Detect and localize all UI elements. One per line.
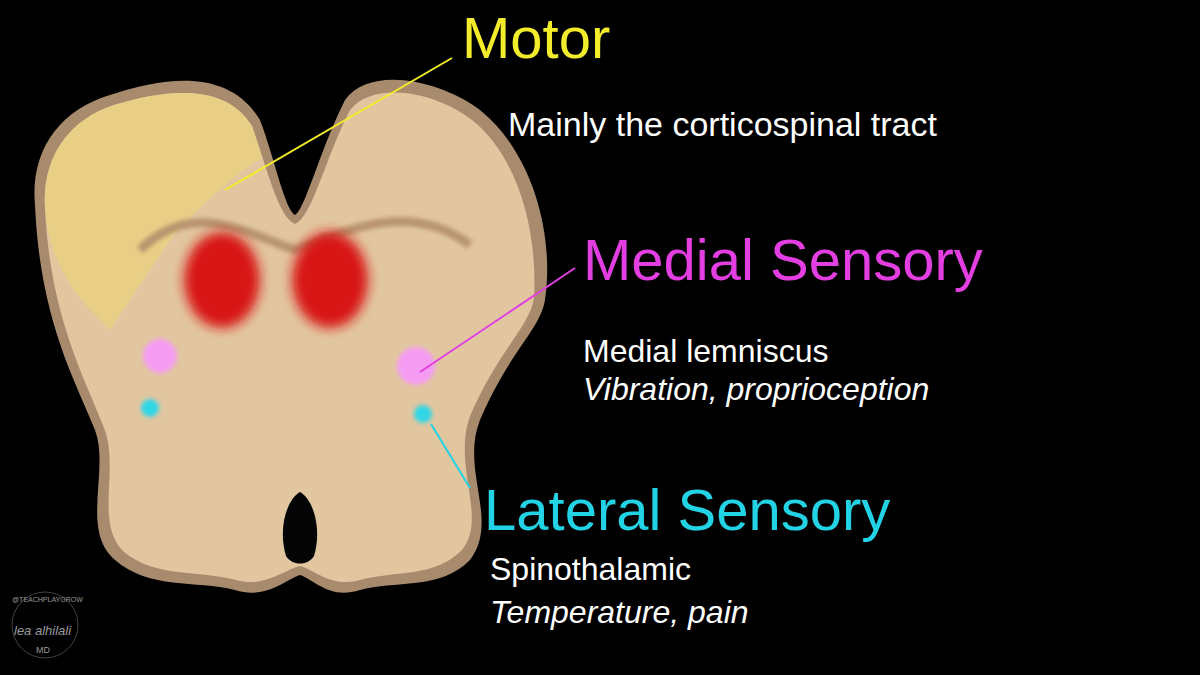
- watermark: @TEACHPLAYGROW: [12, 596, 83, 604]
- leader-line: [420, 268, 575, 372]
- description-text: Vibration, proprioception: [583, 372, 929, 407]
- description-text: Temperature, pain: [490, 595, 749, 630]
- spinothalamic-dot: [414, 405, 432, 423]
- section-heading: Lateral Sensory: [484, 478, 890, 542]
- leader-line: [431, 424, 470, 488]
- description-text: Spinothalamic: [490, 552, 691, 587]
- description-text: Medial lemniscus: [583, 334, 828, 369]
- red-nucleus: [292, 232, 368, 328]
- medulla-section: [45, 92, 535, 582]
- watermark: MD: [36, 646, 50, 656]
- leader-line: [225, 58, 452, 190]
- watermark: lea alhilali: [14, 624, 71, 638]
- spinothalamic-dot: [141, 399, 159, 417]
- red-nucleus: [184, 232, 260, 328]
- section-heading: Medial Sensory: [583, 228, 983, 292]
- medulla-rim: [34, 80, 547, 593]
- medial-lemniscus-dot: [143, 339, 177, 373]
- motor-region: [45, 93, 262, 330]
- ventricle: [283, 492, 317, 564]
- description-text: Mainly the corticospinal tract: [508, 106, 937, 143]
- section-heading: Motor: [462, 6, 610, 70]
